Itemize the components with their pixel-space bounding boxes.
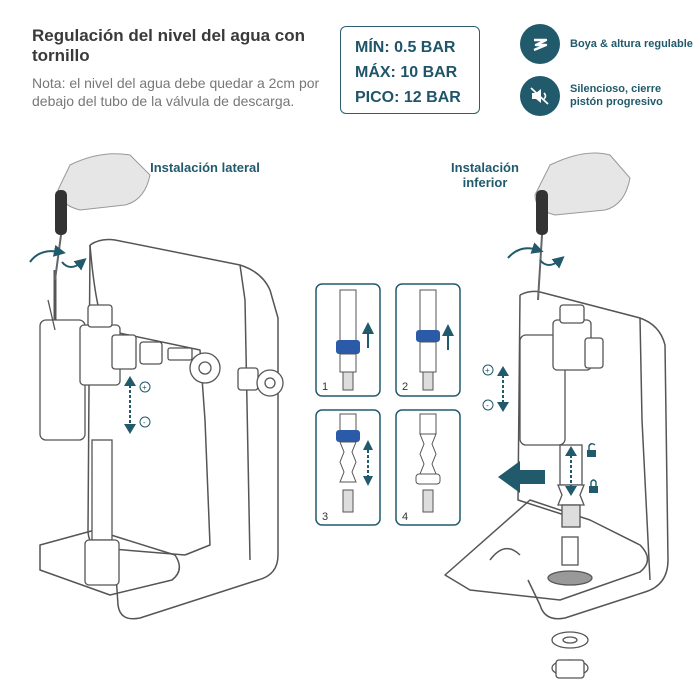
- feature-float-adjust-text: Boya & altura regulable: [570, 37, 693, 50]
- step-number-3: 3: [322, 511, 328, 523]
- lock-icon: [589, 479, 598, 493]
- silent-icon: [520, 76, 560, 116]
- lateral-side-parts: [139, 341, 284, 397]
- lateral-rotate-arrow-right: [61, 258, 87, 271]
- insert-direction-arrow: [498, 461, 545, 493]
- feature-silent-text: Silencioso, cierre pistón progresivo: [570, 83, 663, 108]
- section-inferior-label: Instalación inferior: [451, 160, 519, 190]
- unlock-icon: [587, 443, 596, 457]
- svg-text:+: +: [142, 383, 147, 392]
- svg-text:-: -: [143, 418, 146, 427]
- lateral-hand-screwdriver: [54, 153, 151, 281]
- pressure-peak: PICO: 12 BAR: [355, 89, 461, 106]
- step-number-4: 4: [402, 511, 408, 523]
- step-panel-4: 4: [395, 409, 461, 526]
- inferior-hand-screwdriver: [534, 152, 631, 301]
- inferior-rotate-arrow-left: [507, 242, 544, 259]
- step-panel-2: 2: [395, 283, 461, 397]
- installation-note: Nota: el nivel del agua debe quedar a 2c…: [32, 75, 320, 109]
- step-panel-3: 3: [315, 409, 381, 526]
- page-title: Regulación del nivel del agua con tornil…: [32, 26, 306, 65]
- lateral-fill-valve: [39, 270, 137, 586]
- svg-text:-: -: [486, 401, 489, 410]
- step-number-2: 2: [402, 381, 408, 393]
- inferior-bottom-parts: [547, 536, 593, 679]
- inferior-fill-valve: [519, 304, 604, 528]
- svg-text:+: +: [485, 366, 490, 375]
- feature-silent: Silencioso, cierre pistón progresivo: [520, 76, 695, 116]
- inferior-height-arrow: + -: [482, 364, 509, 412]
- step-panel-1: 1: [315, 283, 381, 397]
- inferior-lock-arrow: [565, 446, 577, 496]
- inferior-rotate-arrow-right: [539, 256, 565, 269]
- float-adjust-icon: [520, 24, 560, 64]
- pressure-min: MÍN: 0.5 BAR: [355, 39, 456, 56]
- inferior-tank: [444, 290, 669, 620]
- pressure-specs-box: MÍN: 0.5 BAR MÁX: 10 BAR PICO: 12 BAR: [340, 26, 480, 114]
- lateral-rotate-arrow-left: [29, 244, 66, 263]
- feature-float-adjust: Boya & altura regulable: [520, 24, 695, 64]
- pressure-max: MÁX: 10 BAR: [355, 64, 458, 81]
- lateral-height-arrow: + -: [124, 376, 151, 434]
- step-number-1: 1: [322, 381, 328, 393]
- section-lateral-label: Instalación lateral: [150, 160, 260, 175]
